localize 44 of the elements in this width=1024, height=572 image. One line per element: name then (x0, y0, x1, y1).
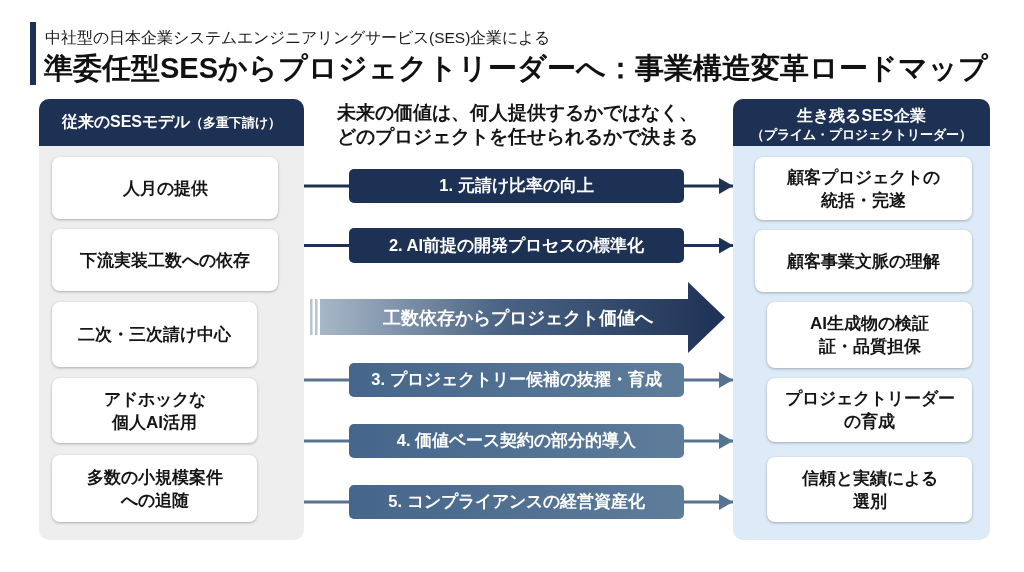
item-text: 下流実装工数への依存 (80, 249, 250, 272)
item-text: 人月の提供 (122, 177, 208, 200)
item-card (755, 157, 972, 220)
item-card (767, 457, 972, 522)
item-card (52, 455, 257, 522)
item-text: 二次・三次請け中心 (78, 324, 231, 346)
item-card (52, 229, 278, 291)
column-panel (39, 99, 304, 540)
tagline: 未来の価値は、何人提供するかではなく、どのプロジェクトを任せられるかで決まる (335, 101, 699, 149)
title: 準委任型SESからプロジェクトリーダーへ：事業構造変革ロードマップ (44, 51, 989, 86)
step-bar: 2. AI前提の開発プロセスの標準化 (349, 228, 684, 263)
step-bar: 5. コンプライアンスの経営資産化 (349, 485, 684, 519)
item-text: アドホックな個人AI活用 (102, 388, 207, 434)
item-card (52, 302, 257, 367)
step-bar: 1. 元請け比率の向上 (349, 169, 684, 203)
step-bar: 4. 価値ベース契約の部分的導入 (349, 424, 684, 458)
connector-line (304, 184, 349, 188)
item-card (767, 302, 972, 368)
arrow (684, 433, 733, 449)
connector-line (304, 244, 349, 247)
connector-line (304, 378, 349, 382)
item-card (52, 378, 257, 443)
item-card (767, 378, 972, 442)
panel-title: 生き残るSES企業 (797, 105, 926, 126)
connector-line (304, 500, 349, 504)
item-text: 顧客事業文脈の理解 (787, 250, 940, 273)
item-text: 信頼と実績による選別 (800, 467, 939, 513)
item-card (755, 230, 972, 292)
arrow (684, 237, 733, 254)
connector-line (304, 439, 349, 443)
arrow (684, 178, 733, 194)
item-text: プロジェクトリーダーの育成 (783, 388, 956, 433)
column-panel (733, 99, 990, 540)
arrow (684, 372, 733, 388)
item-text: 多数の小規模案件への追随 (85, 466, 224, 512)
item-text: AI生成物の検証証・品質担保 (809, 313, 930, 358)
panel-title: 従来のSESモデル (62, 112, 190, 132)
item-text: 顧客プロジェクトの統括・完遂 (786, 166, 941, 212)
panel-subtitle: （多重下請け） (190, 114, 281, 132)
subtitle: 中社型の日本企業システムエンジニアリングサービス(SES)企業による (45, 28, 551, 48)
step-bar: 3. プロジェクトリー候補の抜擢・育成 (349, 363, 684, 397)
arrow (684, 494, 733, 510)
item-card (52, 157, 278, 219)
panel-subtitle: （プライム・プロジェクトリーダー） (751, 125, 972, 144)
